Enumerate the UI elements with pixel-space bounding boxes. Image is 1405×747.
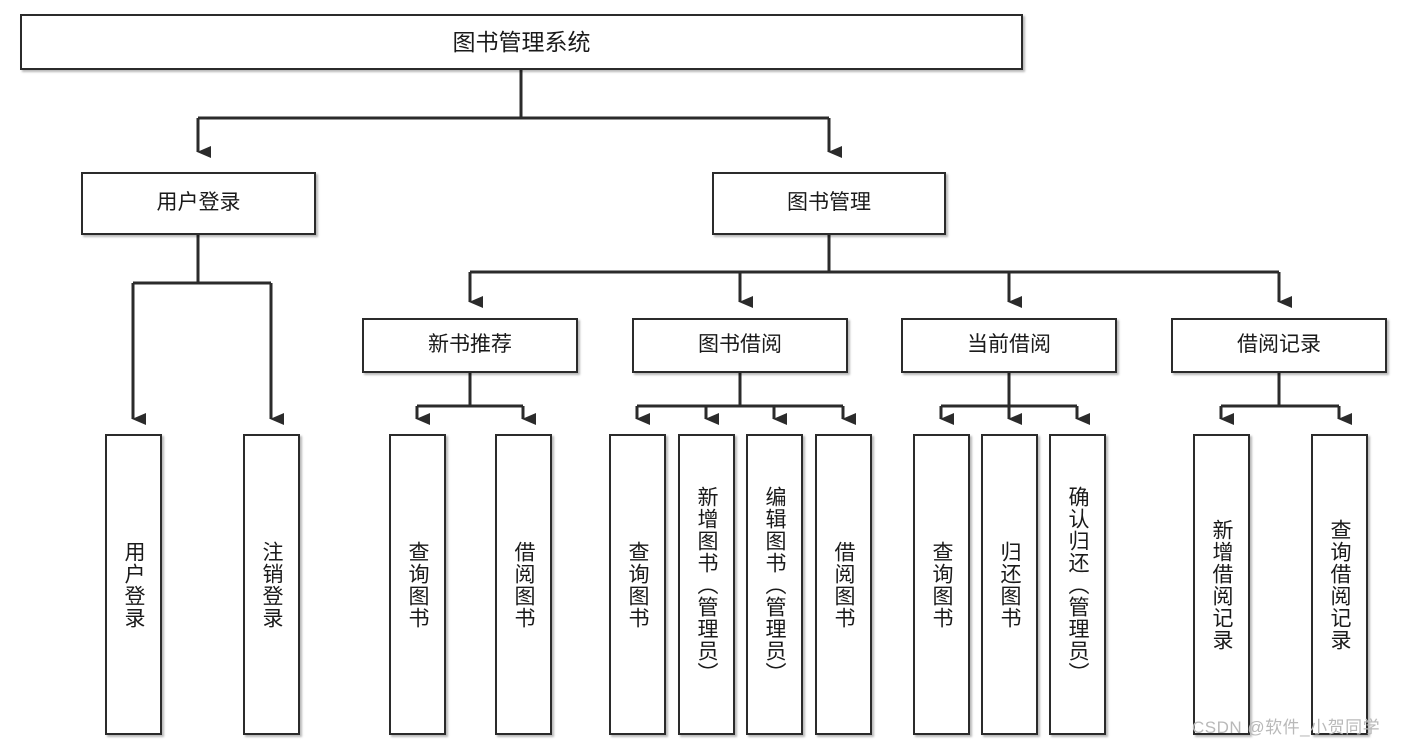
node-label: 当前借阅 bbox=[967, 333, 1051, 357]
node-label: 图书管理系统 bbox=[452, 28, 591, 55]
node-label: 归还图书 bbox=[998, 540, 1021, 629]
node-leaf-add-book[interactable]: 新增图书（管理员） bbox=[678, 434, 735, 735]
node-user-login[interactable]: 用户登录 bbox=[81, 172, 316, 235]
node-leaf-return-book[interactable]: 归还图书 bbox=[981, 434, 1038, 735]
node-label: 查询图书 bbox=[406, 540, 429, 629]
node-leaf-confirm-return[interactable]: 确认归还（管理员） bbox=[1049, 434, 1106, 735]
node-new-book-rec[interactable]: 新书推荐 bbox=[362, 318, 578, 373]
node-label: 新书推荐 bbox=[428, 333, 512, 357]
node-label: 图书借阅 bbox=[698, 333, 782, 357]
node-leaf-user-login[interactable]: 用户登录 bbox=[105, 434, 162, 735]
node-leaf-query-book-3[interactable]: 查询图书 bbox=[913, 434, 970, 735]
node-label: 借阅图书 bbox=[512, 540, 535, 629]
node-label: 图书管理 bbox=[787, 191, 871, 215]
node-label: 借阅记录 bbox=[1237, 333, 1321, 357]
node-label: 新增借阅记录 bbox=[1210, 518, 1233, 651]
node-leaf-query-record[interactable]: 查询借阅记录 bbox=[1311, 434, 1368, 735]
node-leaf-logout[interactable]: 注销登录 bbox=[243, 434, 300, 735]
node-label: 查询图书 bbox=[930, 540, 953, 629]
node-label: 借阅图书 bbox=[832, 540, 855, 629]
node-label: 用户登录 bbox=[122, 540, 145, 629]
node-label: 查询借阅记录 bbox=[1328, 518, 1351, 651]
node-label: 注销登录 bbox=[260, 540, 283, 629]
node-label: 用户登录 bbox=[156, 191, 241, 215]
node-leaf-add-record[interactable]: 新增借阅记录 bbox=[1193, 434, 1250, 735]
node-current-borrow[interactable]: 当前借阅 bbox=[901, 318, 1117, 373]
node-leaf-borrow-book-2[interactable]: 借阅图书 bbox=[815, 434, 872, 735]
node-leaf-edit-book[interactable]: 编辑图书（管理员） bbox=[746, 434, 803, 735]
node-label: 编辑图书（管理员） bbox=[763, 485, 786, 684]
node-leaf-query-book-1[interactable]: 查询图书 bbox=[389, 434, 446, 735]
node-borrow-record[interactable]: 借阅记录 bbox=[1171, 318, 1387, 373]
node-label: 确认归还（管理员） bbox=[1066, 485, 1089, 684]
node-label: 新增图书（管理员） bbox=[695, 485, 718, 684]
node-book-manage[interactable]: 图书管理 bbox=[712, 172, 946, 235]
node-book-borrow[interactable]: 图书借阅 bbox=[632, 318, 848, 373]
node-leaf-query-book-2[interactable]: 查询图书 bbox=[609, 434, 666, 735]
node-leaf-borrow-book-1[interactable]: 借阅图书 bbox=[495, 434, 552, 735]
node-label: 查询图书 bbox=[626, 540, 649, 629]
node-root-book-management-system[interactable]: 图书管理系统 bbox=[20, 14, 1023, 70]
